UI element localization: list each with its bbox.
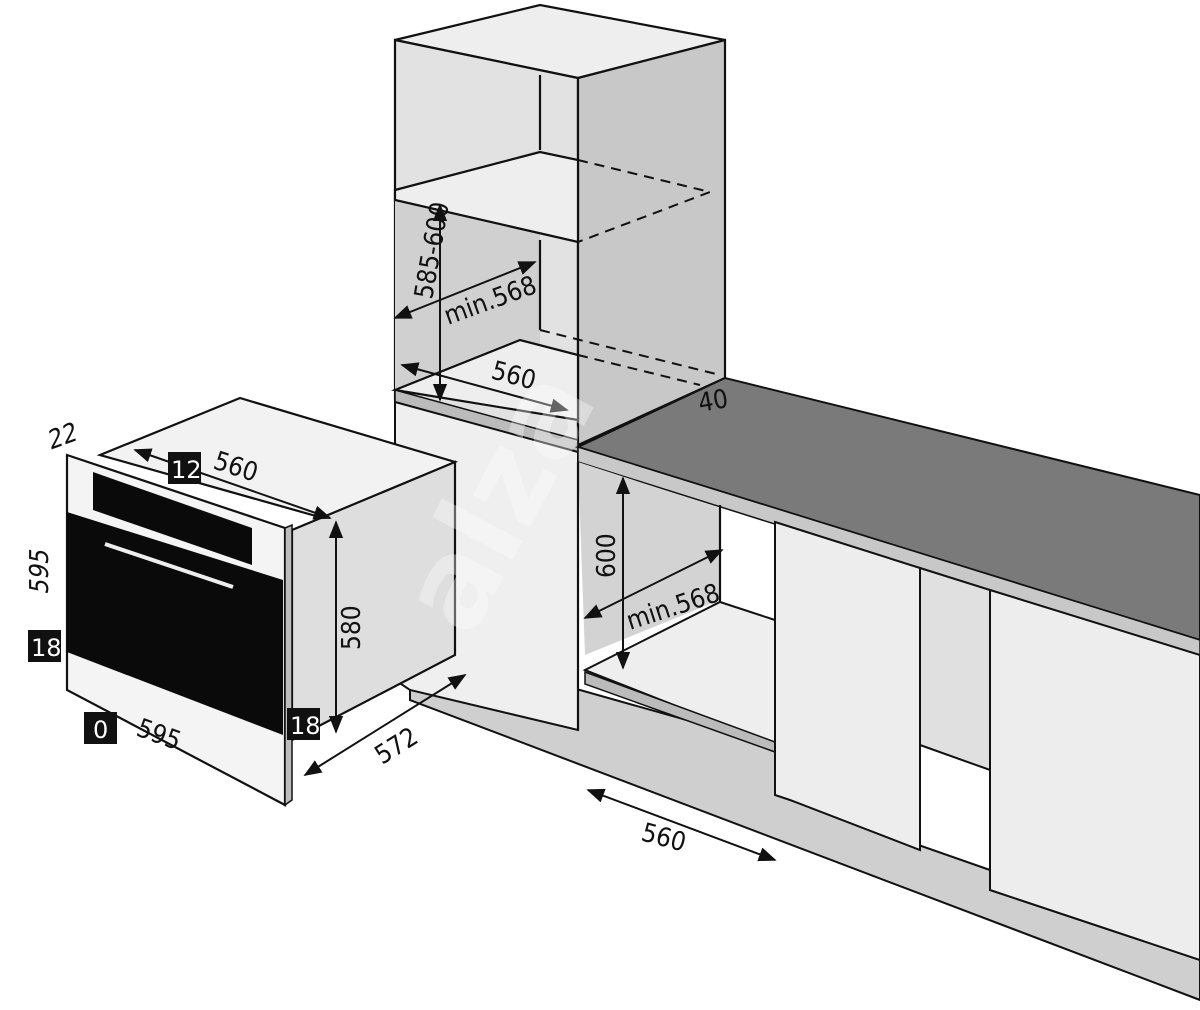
label-oven-offset-left: 18	[31, 634, 62, 662]
oven-door-glass	[67, 512, 283, 735]
label-oven-gap-top: 12	[171, 456, 202, 484]
upper-shelf	[393, 150, 580, 244]
label-base-niche-height: 600	[592, 533, 622, 578]
dim-niche-depth-560-tall	[400, 362, 569, 413]
label-base-niche-depth: 560	[638, 818, 689, 859]
tall-cabinet-right-side	[576, 38, 727, 447]
oven-front-edge	[284, 523, 293, 807]
base-panel-3	[989, 588, 1200, 962]
dim-niche-width-min568-base	[583, 549, 724, 619]
label-oven-offset-bottom: 0	[93, 716, 108, 744]
dim-niche-width-min568-tall	[393, 261, 537, 319]
oven-handle	[104, 542, 234, 589]
dim-niche-depth-560-base	[586, 788, 777, 862]
label-box-offset-left	[28, 630, 61, 662]
label-oven-height-body: 580	[337, 605, 367, 650]
label-box-offset-right	[287, 708, 320, 740]
label-tall-back-gap: 40	[696, 384, 731, 419]
label-box-gap-top	[168, 452, 201, 484]
dim-oven-depth-572	[303, 674, 467, 776]
base-panel-1	[774, 520, 921, 852]
countertop-edge	[577, 445, 1200, 659]
label-oven-offset-right: 18	[290, 712, 321, 740]
base-cabinet	[576, 462, 1200, 962]
dim-oven-depth-560	[133, 448, 332, 520]
label-oven-panel-depth: 22	[47, 417, 79, 457]
label-box-offset-bottom	[84, 712, 117, 744]
label-oven-height-front: 595	[25, 546, 55, 597]
base-panel-2	[919, 566, 991, 772]
